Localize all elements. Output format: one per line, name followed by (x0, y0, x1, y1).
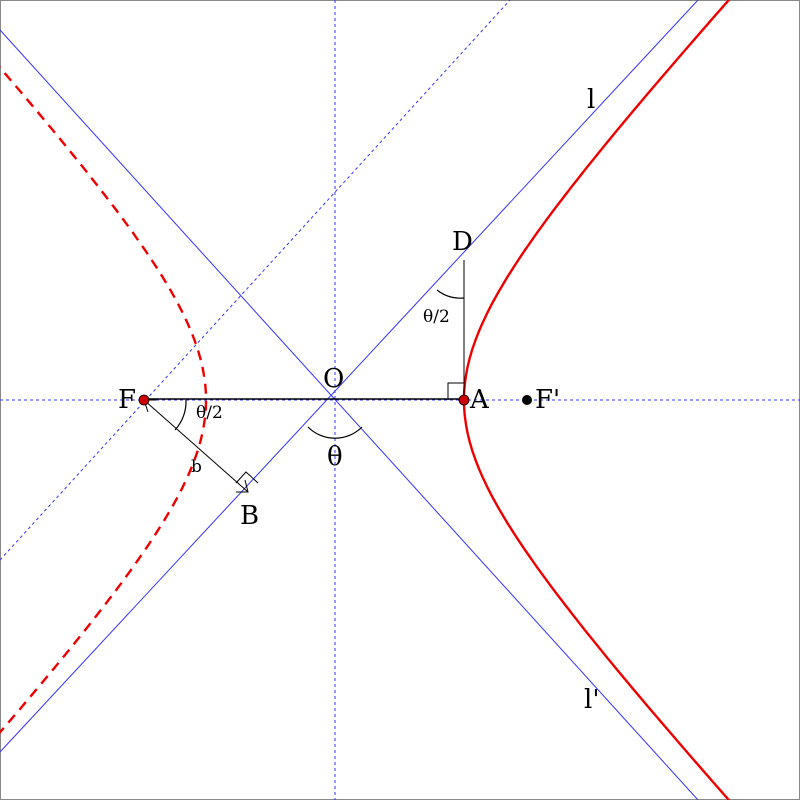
point-A (458, 394, 470, 406)
arrow-head-at-B (236, 479, 249, 493)
label-F: F (118, 385, 136, 415)
dashed-parallel-line (0, 0, 511, 561)
asymptote-l (0, 0, 699, 753)
label-l-prime: l' (584, 685, 599, 715)
label-A: A (469, 385, 490, 415)
label-O: O (323, 364, 344, 394)
point-F (138, 394, 150, 406)
label-b: b (191, 457, 202, 477)
point-F-prime (522, 395, 532, 405)
label-half-theta-D: θ/2 (423, 307, 450, 327)
right-angle-marker-B (235, 471, 259, 484)
label-B: B (240, 501, 259, 531)
asymptote-l-prime (0, 29, 699, 800)
right-angle-marker-A (447, 382, 464, 400)
angle-arc-half-theta-F (174, 399, 187, 431)
label-theta: θ (327, 442, 343, 472)
label-half-theta-F: θ/2 (196, 403, 223, 423)
label-F-prime: F' (535, 385, 560, 415)
segment-FB (143, 399, 249, 493)
angle-arc-half-theta-D (436, 289, 465, 299)
hyperbola-left-branch (0, 65, 208, 735)
angle-arc-theta (307, 426, 363, 439)
label-l: l (587, 85, 595, 115)
label-D: D (452, 227, 473, 257)
